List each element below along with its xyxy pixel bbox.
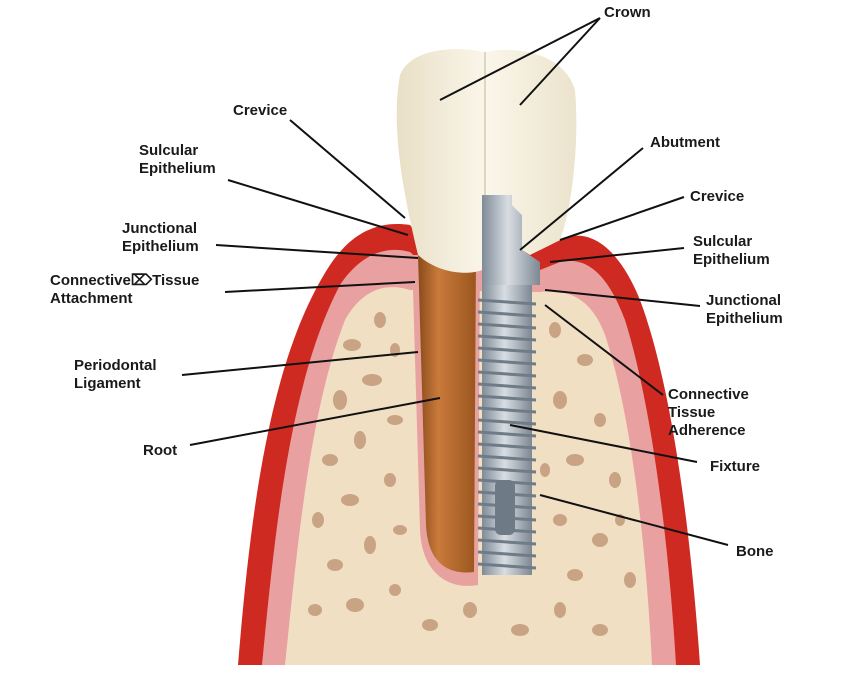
leader-junctional-left [215,244,419,259]
implant-thread [477,430,537,438]
implant-thread [477,382,537,390]
leader-connective-left [224,281,416,293]
crown-shape [396,49,577,273]
implant-thread [477,394,537,402]
implant-thread [477,322,537,330]
leader-bone [539,494,729,546]
implant-fixture-shape [477,285,537,575]
leader-periodontal [181,351,419,376]
leader-sulcular-left [227,179,409,236]
leader-lines [181,17,729,546]
implant-thread [477,370,537,378]
leader-crown-right [519,17,601,106]
implant-thread [477,562,537,570]
leader-abutment [519,147,644,251]
implant-thread [477,346,537,354]
leader-crevice-left [289,119,406,219]
implant-thread [477,298,537,306]
implant-thread [477,454,537,462]
leader-adherence [544,304,664,396]
implant-thread [477,550,537,558]
label-abutment: Abutment [650,134,720,151]
root-shape [418,255,476,573]
implant-thread [477,538,537,546]
label-connective-tissue-attachment: Connective⌦Tissue Attachment [50,272,200,307]
bone-pores [308,312,636,636]
leader-crown-left [439,17,601,101]
leader-sulcular-right [549,247,685,263]
label-crevice-left: Crevice [233,102,288,119]
label-fixture: Fixture [710,458,761,475]
implant-thread [477,442,537,450]
label-root: Root [143,442,178,459]
implant-thread [477,418,537,426]
leader-crevice-right [559,196,685,241]
implant-thread [477,358,537,366]
label-crown: Crown [604,4,651,21]
implant-thread [477,310,537,318]
abutment-shape [482,195,540,285]
leader-root [189,397,441,446]
label-bone: Bone [736,543,774,560]
implant-thread [477,334,537,342]
leader-fixture [509,424,698,463]
implant-thread [477,466,537,474]
implant-thread [477,406,537,414]
leader-junctional-right [544,289,701,307]
label-crevice-right: Crevice [690,188,745,205]
